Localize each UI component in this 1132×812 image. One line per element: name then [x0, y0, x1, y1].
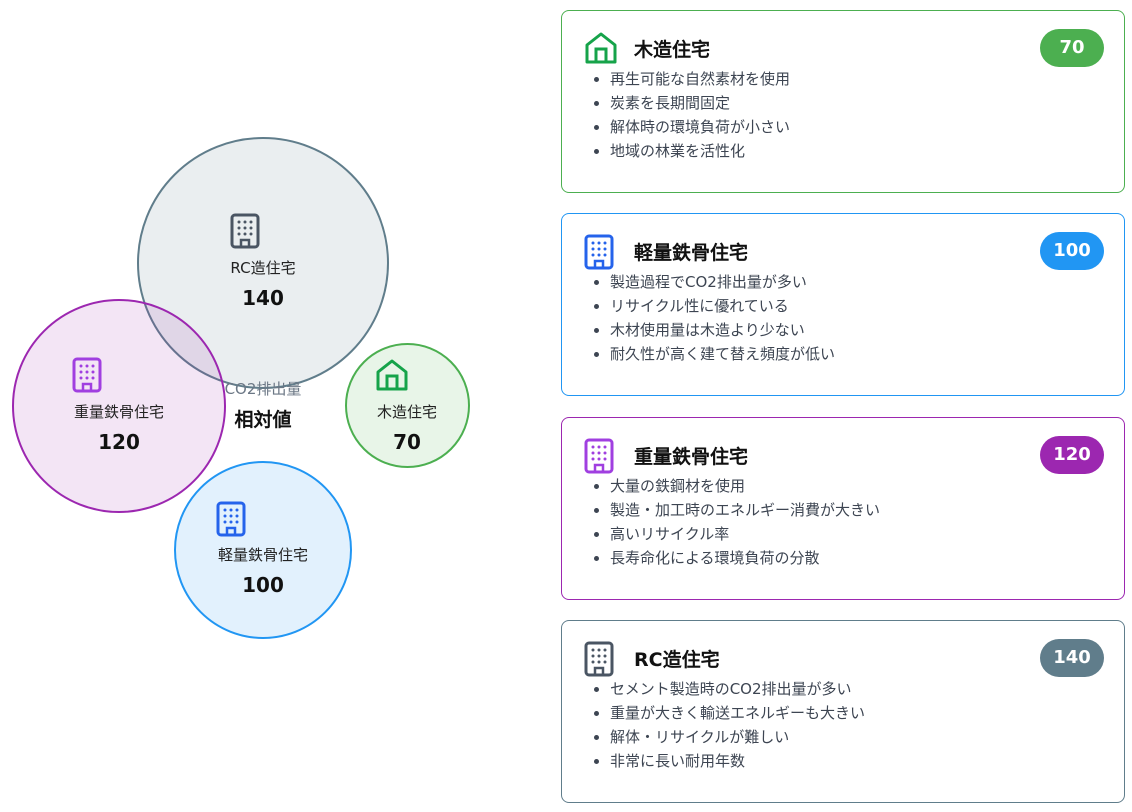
house-icon [585, 32, 617, 64]
card-light-steel: 軽量鉄骨住宅 100 製造過程でCO2排出量が多いリサイクル性に優れている木材使… [561, 213, 1125, 396]
card-title: RC造住宅 [634, 649, 720, 671]
list-item: 重量が大きく輸送エネルギーも大きい [610, 701, 865, 725]
list-item: 木材使用量は木造より少ない [610, 318, 835, 342]
list-item: 炭素を長期間固定 [610, 91, 790, 115]
value-badge: 140 [1040, 639, 1104, 677]
list-item: 高いリサイクル率 [610, 522, 880, 546]
building-icon [584, 234, 614, 270]
bubble-light-steel [174, 461, 352, 639]
building-icon [230, 213, 260, 249]
card-heavy-steel: 重量鉄骨住宅 120 大量の鉄鋼材を使用製造・加工時のエネルギー消費が大きい高い… [561, 417, 1125, 600]
list-item: 地域の林業を活性化 [610, 139, 790, 163]
list-item: 非常に長い耐用年数 [610, 749, 865, 773]
house-icon [376, 359, 408, 391]
center-label: CO2排出量 [224, 380, 302, 398]
bubble-heavy-steel [12, 299, 226, 513]
card-wood: 木造住宅 70 再生可能な自然素材を使用炭素を長期間固定解体時の環境負荷が小さい… [561, 10, 1125, 193]
card-title: 軽量鉄骨住宅 [634, 242, 749, 264]
list-item: 製造・加工時のエネルギー消費が大きい [610, 498, 880, 522]
building-icon [72, 357, 102, 393]
card-title: 木造住宅 [634, 39, 711, 61]
list-item: リサイクル性に優れている [610, 294, 835, 318]
building-icon [584, 641, 614, 677]
value-badge: 70 [1040, 29, 1104, 67]
center-sublabel: 相対値 [234, 409, 292, 431]
building-icon [216, 501, 246, 537]
feature-list: 再生可能な自然素材を使用炭素を長期間固定解体時の環境負荷が小さい地域の林業を活性… [592, 67, 790, 163]
feature-list: セメント製造時のCO2排出量が多い重量が大きく輸送エネルギーも大きい解体・リサイ… [592, 677, 865, 773]
list-item: 解体時の環境負荷が小さい [610, 115, 790, 139]
list-item: 解体・リサイクルが難しい [610, 725, 865, 749]
feature-list: 製造過程でCO2排出量が多いリサイクル性に優れている木材使用量は木造より少ない耐… [592, 270, 835, 366]
list-item: 再生可能な自然素材を使用 [610, 67, 790, 91]
card-rc: RC造住宅 140 セメント製造時のCO2排出量が多い重量が大きく輸送エネルギー… [561, 620, 1125, 803]
feature-list: 大量の鉄鋼材を使用製造・加工時のエネルギー消費が大きい高いリサイクル率長寿命化に… [592, 474, 880, 570]
list-item: セメント製造時のCO2排出量が多い [610, 677, 865, 701]
list-item: 長寿命化による環境負荷の分散 [610, 546, 880, 570]
list-item: 大量の鉄鋼材を使用 [610, 474, 880, 498]
list-item: 耐久性が高く建て替え頻度が低い [610, 342, 835, 366]
list-item: 製造過程でCO2排出量が多い [610, 270, 835, 294]
value-badge: 100 [1040, 232, 1104, 270]
value-badge: 120 [1040, 436, 1104, 474]
building-icon [584, 438, 614, 474]
bubble-wood [345, 343, 470, 468]
card-title: 重量鉄骨住宅 [634, 446, 749, 468]
